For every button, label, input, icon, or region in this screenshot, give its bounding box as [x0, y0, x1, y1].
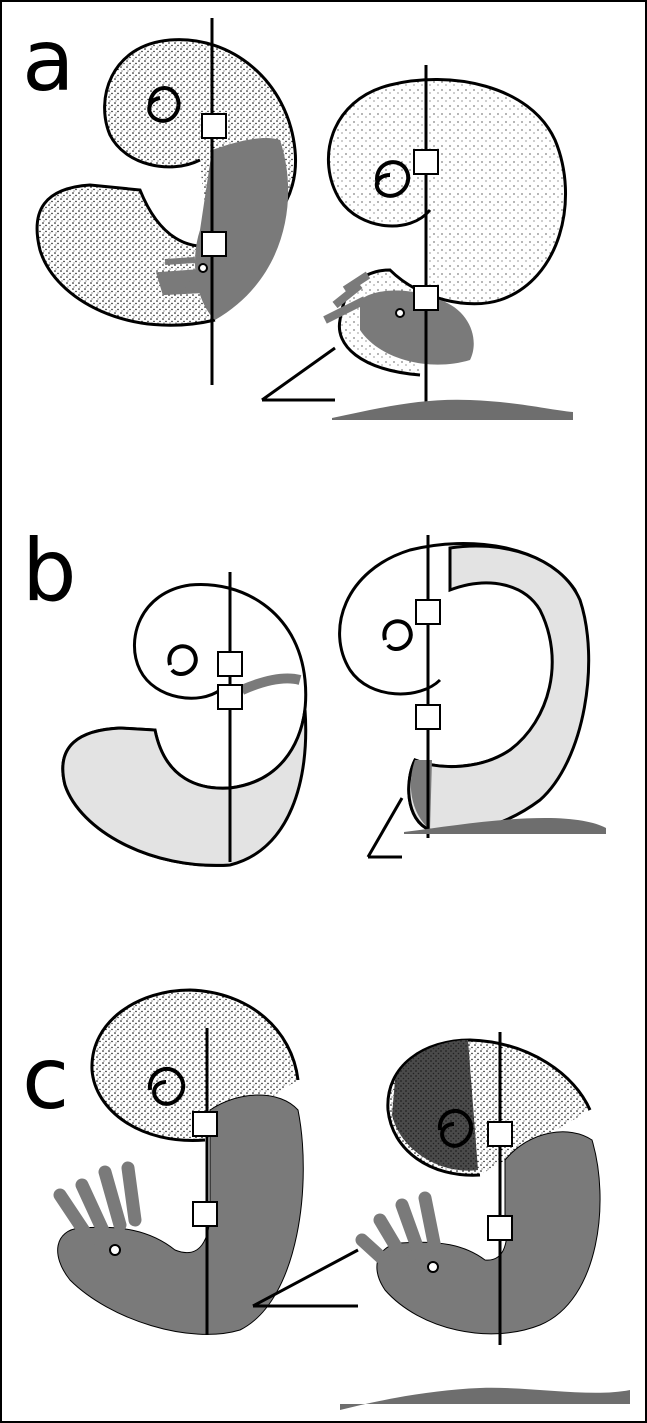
- marker-upper: [487, 1121, 513, 1147]
- soft-tissue-body: [376, 1131, 601, 1335]
- shell-umbilicus: [167, 644, 198, 676]
- dark-muscle-region: [392, 1040, 478, 1171]
- panel-a-shell-left: [35, 18, 298, 385]
- arms: [53, 1161, 142, 1247]
- marker-lower: [217, 684, 243, 710]
- soft-tissue-body: [57, 1094, 304, 1335]
- panel-b: b: [22, 521, 606, 867]
- soft-tissue-body: [407, 544, 591, 834]
- marker-lower: [415, 704, 441, 730]
- soft-tissue-body: [195, 138, 289, 320]
- shell-umbilicus: [147, 85, 181, 123]
- marker-lower: [413, 285, 439, 311]
- angle-indicator: [252, 1248, 359, 1308]
- eye: [198, 263, 208, 273]
- shell-umbilicus: [147, 1067, 186, 1106]
- shell-umbilicus: [374, 160, 411, 198]
- angle-indicator: [366, 797, 404, 859]
- muscle-band: [240, 673, 302, 695]
- marker-upper: [413, 149, 439, 175]
- marker-upper: [415, 599, 441, 625]
- panel-c: c: [22, 988, 630, 1410]
- seafloor: [340, 1387, 630, 1410]
- seafloor: [404, 818, 606, 834]
- panel-label-a: a: [22, 11, 75, 111]
- arms: [323, 271, 371, 324]
- panel-a-shell-right: [261, 65, 573, 420]
- panel-label-b: b: [22, 521, 77, 621]
- eye: [109, 1244, 121, 1256]
- eye: [427, 1261, 439, 1273]
- panel-label-c: c: [22, 1029, 69, 1129]
- panel-c-shell-left: [53, 988, 359, 1335]
- marker-upper: [192, 1111, 218, 1137]
- arms: [355, 1191, 442, 1277]
- marker-upper: [201, 113, 227, 139]
- marker-upper: [217, 651, 243, 677]
- panel-b-shell-left: [61, 572, 308, 867]
- panel-b-shell-right: [338, 535, 606, 859]
- soft-tissue-body: [360, 290, 474, 365]
- shell-umbilicus: [382, 619, 413, 651]
- marker-lower: [201, 231, 227, 257]
- shell-umbilicus: [437, 1108, 474, 1148]
- panel-a: a: [22, 11, 573, 420]
- angle-indicator: [261, 346, 336, 402]
- arms: [156, 257, 209, 296]
- seafloor: [332, 399, 573, 420]
- marker-lower: [487, 1215, 513, 1241]
- eye: [395, 308, 405, 318]
- panel-c-shell-right: [340, 1032, 630, 1410]
- marker-lower: [192, 1201, 218, 1227]
